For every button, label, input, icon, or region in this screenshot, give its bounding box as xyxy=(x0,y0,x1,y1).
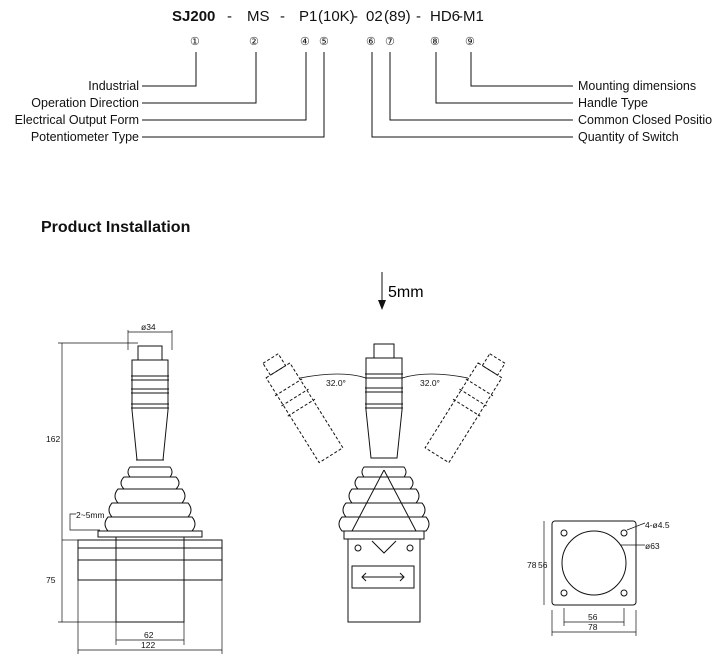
dim-side-diameter: ø34 xyxy=(141,322,156,332)
dim-side-travel: 2~5mm xyxy=(76,510,105,520)
circled-9: ⑨ xyxy=(465,36,475,48)
label-potentiometer-type: Potentiometer Type xyxy=(31,130,139,144)
circled-6: ⑥ xyxy=(366,36,376,48)
dim-side-height: 162 xyxy=(46,434,60,444)
code-closed-pos: (89) xyxy=(384,8,411,25)
dim-side-base-height: 75 xyxy=(46,575,56,585)
model-code: SJ200 - MS - P1 (10K) - 02 (89) - HD6 -M… xyxy=(172,8,484,48)
label-electrical-output-form: Electrical Output Form xyxy=(15,113,139,127)
dim-side-total-width: 122 xyxy=(141,640,155,650)
code-sep-2: - xyxy=(280,8,285,25)
code-output: P1 xyxy=(299,8,317,25)
code-sep-4: - xyxy=(416,8,421,25)
code-handle: HD6 xyxy=(430,8,460,25)
code-pot: (10K) xyxy=(318,8,355,25)
code-series: SJ200 xyxy=(172,8,215,25)
leader-lines xyxy=(142,52,573,138)
dim-mount-outer-w: 78 xyxy=(588,622,598,632)
label-operation-direction: Operation Direction xyxy=(31,96,139,110)
dim-mount-inner-h: 56 xyxy=(538,560,548,570)
dim-mount-inner-w: 56 xyxy=(588,612,598,622)
dim-front-angle-left: 32.0° xyxy=(326,378,346,388)
label-common-closed-position: Common Closed Position xyxy=(578,113,712,127)
label-industrial: Industrial xyxy=(88,79,139,93)
circled-5: ⑤ xyxy=(319,36,329,48)
dim-front-angle-right: 32.0° xyxy=(420,378,440,388)
code-sep-3: - xyxy=(353,8,358,25)
dim-side-inner-width: 62 xyxy=(144,630,154,640)
dim-mount-holes: 4-ø4.5 xyxy=(645,520,670,530)
code-direction: MS xyxy=(247,8,270,25)
label-quantity-of-switch: Quantity of Switch xyxy=(578,130,679,144)
circled-2: ② xyxy=(249,36,259,48)
circled-7: ⑦ xyxy=(385,36,395,48)
circled-4: ④ xyxy=(300,36,310,48)
left-labels: Industrial Operation Direction Electrica… xyxy=(15,79,139,144)
code-sep-1: - xyxy=(227,8,232,25)
section-title: Product Installation xyxy=(41,219,191,236)
label-handle-type: Handle Type xyxy=(578,96,648,110)
circled-1: ① xyxy=(190,36,200,48)
mounting-view: 4-ø4.5 ø63 78 56 56 78 xyxy=(527,520,670,636)
front-view: 5mm 32.0° 32.0° xyxy=(262,272,506,623)
side-view: ø34 162 2~5mm 75 xyxy=(46,322,223,654)
circled-8: ⑧ xyxy=(430,36,440,48)
code-mount: -M1 xyxy=(458,8,484,25)
right-labels: Mounting dimensions Handle Type Common C… xyxy=(578,79,712,144)
dim-front-press: 5mm xyxy=(388,284,424,301)
dim-mount-outer-h: 78 xyxy=(527,560,537,570)
dim-mount-bore: ø63 xyxy=(645,541,660,551)
code-switch-qty: 02 xyxy=(366,8,383,25)
label-mounting-dimensions: Mounting dimensions xyxy=(578,79,696,93)
